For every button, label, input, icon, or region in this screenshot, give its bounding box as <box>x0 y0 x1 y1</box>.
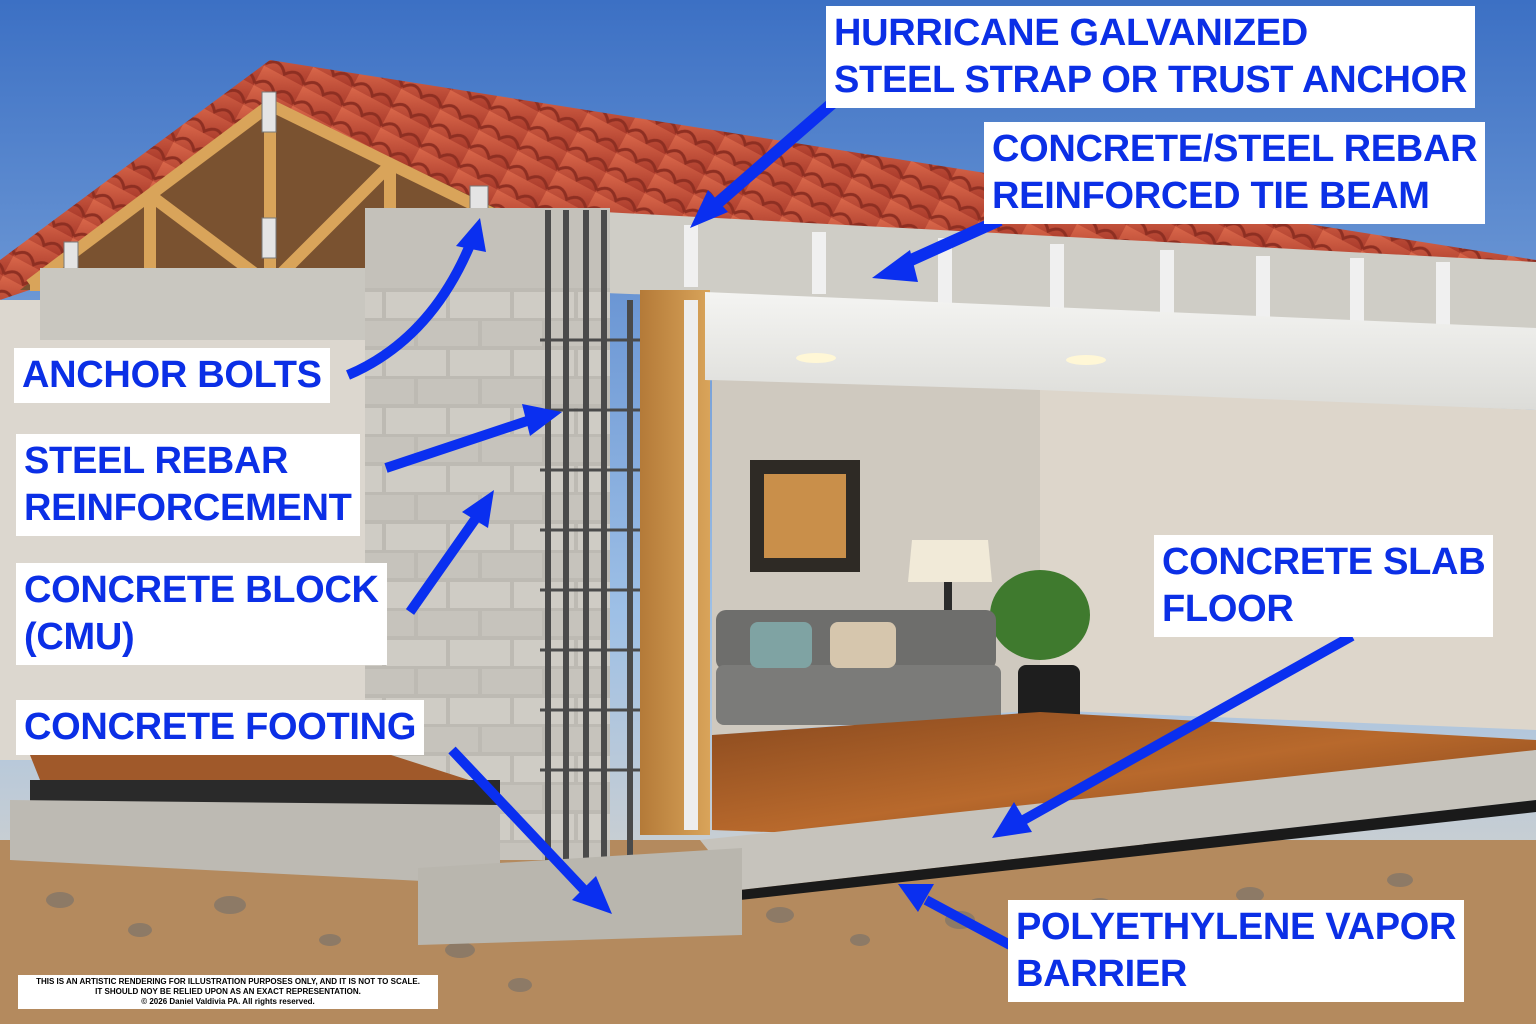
ceiling-light-1 <box>796 353 836 363</box>
lamp-shade <box>908 540 992 582</box>
label-steel-rebar-line2: REINFORCEMENT <box>24 487 352 529</box>
cmu-wall-top <box>365 208 610 288</box>
label-vapor-barrier-line1: POLYETHYLENE VAPOR <box>1016 906 1457 948</box>
label-steel-rebar-line1: STEEL REBAR <box>24 440 289 482</box>
label-steel-rebar: STEEL REBAR REINFORCEMENT <box>16 434 360 536</box>
disclaimer-line3: © 2026 Daniel Valdivia PA. All rights re… <box>141 997 315 1006</box>
label-vapor-barrier: POLYETHYLENE VAPOR BARRIER <box>1008 900 1465 1002</box>
ceiling <box>705 292 1536 410</box>
label-hurricane-strap: HURRICANE GALVANIZED STEEL STRAP OR TRUS… <box>826 6 1476 108</box>
disclaimer-line1: THIS IS AN ARTISTIC RENDERING FOR ILLUST… <box>36 977 420 986</box>
sofa-seat <box>716 665 1001 725</box>
label-hurricane-strap-line2: STEEL STRAP OR TRUST ANCHOR <box>834 59 1468 101</box>
label-hurricane-strap-line1: HURRICANE GALVANIZED <box>834 12 1308 54</box>
label-anchor-bolts-line1: ANCHOR BOLTS <box>22 354 322 396</box>
wood-furring <box>640 290 710 835</box>
disclaimer-note: THIS IS AN ARTISTIC RENDERING FOR ILLUST… <box>18 975 438 1009</box>
plant-foliage <box>990 570 1090 660</box>
label-slab-floor-line1: CONCRETE SLAB <box>1162 541 1486 583</box>
hurricane-straps <box>684 225 1450 338</box>
label-slab-floor-line2: FLOOR <box>1162 588 1294 630</box>
rebar-ties <box>540 338 640 772</box>
concrete-slab-left <box>10 800 500 885</box>
label-concrete-block-line1: CONCRETE BLOCK <box>24 569 379 611</box>
conduit <box>684 300 698 830</box>
disclaimer-line2: IT SHOULD NOY BE RELIED UPON AS AN EXACT… <box>95 987 361 996</box>
sofa-pillow-teal <box>750 622 812 668</box>
label-tie-beam-line1: CONCRETE/STEEL REBAR <box>992 128 1478 170</box>
label-tie-beam: CONCRETE/STEEL REBAR REINFORCED TIE BEAM <box>984 122 1486 224</box>
sofa-pillow-beige <box>830 622 896 668</box>
label-concrete-block: CONCRETE BLOCK (CMU) <box>16 563 387 665</box>
label-concrete-footing-line1: CONCRETE FOOTING <box>24 706 417 748</box>
label-slab-floor: CONCRETE SLAB FLOOR <box>1154 535 1494 637</box>
label-concrete-footing: CONCRETE FOOTING <box>16 700 425 755</box>
label-vapor-barrier-line2: BARRIER <box>1016 953 1188 995</box>
label-anchor-bolts: ANCHOR BOLTS <box>14 348 330 403</box>
wall-picture <box>764 474 846 558</box>
label-concrete-block-line2: (CMU) <box>24 616 135 658</box>
label-tie-beam-line2: REINFORCED TIE BEAM <box>992 175 1430 217</box>
ceiling-light-2 <box>1066 355 1106 365</box>
